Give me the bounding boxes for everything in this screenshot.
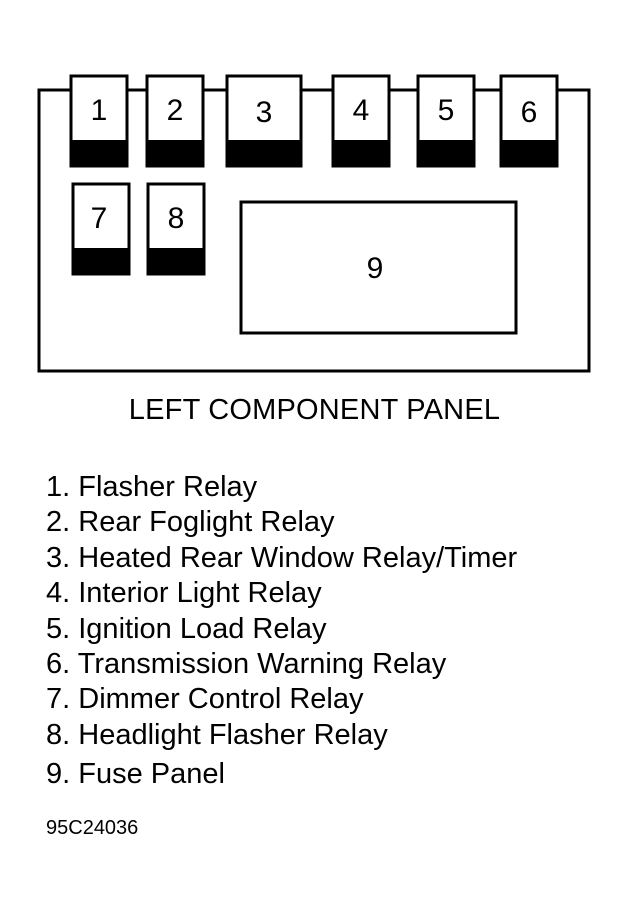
relay-2: 2 [145, 74, 205, 168]
legend-text: Heated Rear Window Relay/Timer [78, 541, 518, 574]
relay-6-label: 6 [521, 96, 538, 129]
legend-text: Ignition Load Relay [78, 612, 327, 645]
figure-id: 95C24036 [46, 817, 139, 839]
panel-title: LEFT COMPONENT PANEL [128, 394, 501, 426]
legend-text: Transmission Warning Relay [77, 648, 447, 681]
legend-number: 3. [46, 541, 71, 574]
legend-item-3: 3. Heated Rear Window Relay/Timer [46, 541, 517, 576]
legend-item-8: 8. Headlight Flasher Relay [46, 718, 517, 753]
legend-number: 4. [46, 577, 71, 610]
legend-item-1: 1. Flasher Relay [46, 470, 517, 505]
legend-number: 6. [46, 648, 71, 681]
fuse-panel-label: 9 [367, 252, 384, 285]
relay-5-label: 5 [438, 94, 455, 127]
legend-text: Headlight Flasher Relay [78, 718, 388, 751]
legend-text: Fuse Panel [78, 758, 225, 791]
legend-item-4: 4. Interior Light Relay [46, 576, 517, 611]
relay-7-label: 7 [91, 202, 108, 235]
legend-number: 2. [46, 506, 71, 539]
fuse-panel: 9 [239, 200, 518, 335]
relay-3: 3 [225, 74, 303, 168]
relay-6: 6 [499, 74, 559, 168]
relay-2-label: 2 [167, 94, 184, 127]
component-panel-diagram: 1 2 3 4 5 6 7 8 [37, 74, 591, 373]
legend-item-7: 7. Dimmer Control Relay [46, 682, 517, 717]
relay-4: 4 [331, 74, 391, 168]
legend-text: Dimmer Control Relay [78, 683, 364, 716]
legend-item-2: 2. Rear Foglight Relay [46, 505, 517, 540]
component-legend: 1. Flasher Relay 2. Rear Foglight Relay … [46, 470, 517, 793]
legend-text: Interior Light Relay [78, 577, 322, 610]
relay-8: 8 [146, 182, 206, 276]
legend-number: 5. [46, 612, 71, 645]
legend-text: Rear Foglight Relay [78, 506, 335, 539]
legend-item-9: 9. Fuse Panel [46, 757, 517, 792]
legend-number: 8. [46, 718, 71, 751]
legend-item-5: 5. Ignition Load Relay [46, 612, 517, 647]
legend-number: 9. [46, 758, 71, 791]
relay-1-label: 1 [91, 94, 108, 127]
legend-item-6: 6. Transmission Warning Relay [46, 647, 517, 682]
relay-5: 5 [416, 74, 476, 168]
relay-4-label: 4 [353, 94, 370, 127]
relay-1: 1 [69, 74, 129, 168]
legend-number: 7. [46, 683, 71, 716]
relay-7: 7 [71, 182, 131, 276]
relay-8-label: 8 [168, 202, 185, 235]
legend-number: 1. [46, 471, 71, 503]
legend-text: Flasher Relay [78, 471, 258, 503]
relay-3-label: 3 [256, 96, 273, 129]
